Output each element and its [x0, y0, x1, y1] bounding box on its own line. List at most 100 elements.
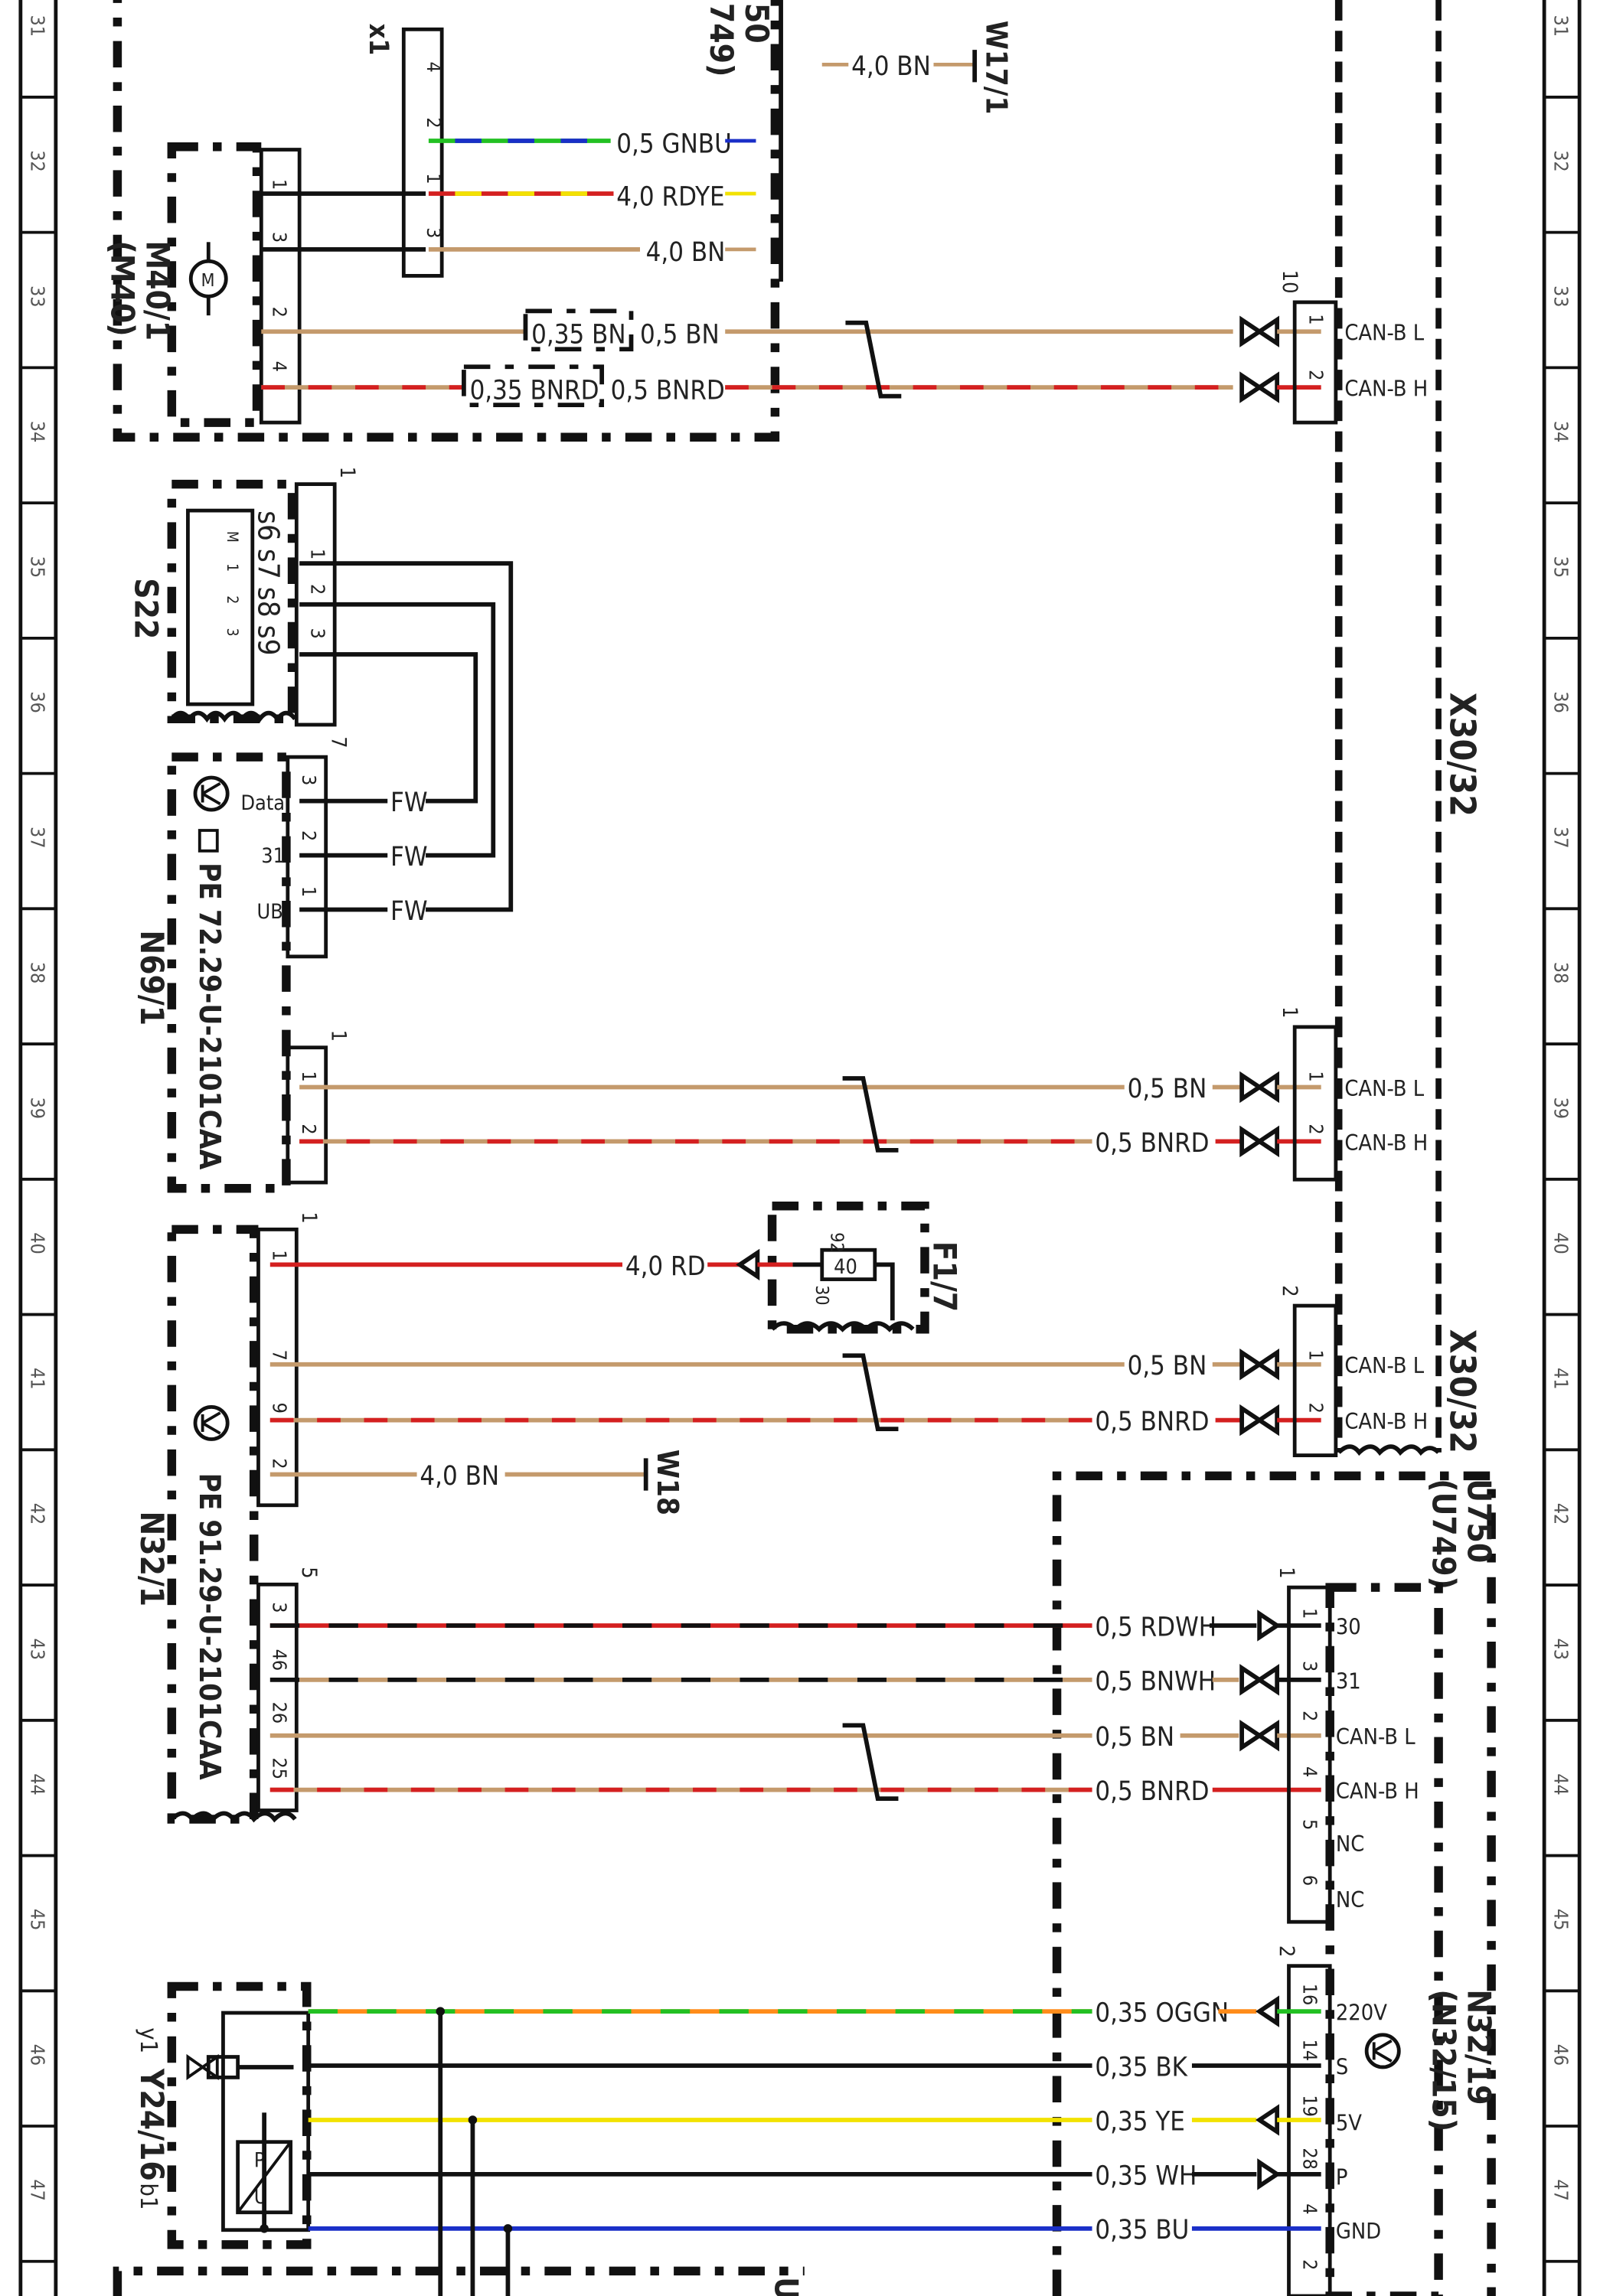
- right-ruler-cell: 39: [1550, 1097, 1572, 1119]
- s22-tag: S22: [127, 578, 165, 639]
- svg-text:NC: NC: [1336, 1831, 1364, 1857]
- svg-text:2: 2: [269, 1458, 291, 1469]
- svg-text:NC: NC: [1336, 1887, 1364, 1913]
- y24-wire-bk: 0,35 BK: [308, 2052, 1321, 2082]
- svg-text:3: 3: [1299, 1661, 1321, 1671]
- left-ruler-cell: 45: [26, 1909, 48, 1931]
- n69-can-connector: [286, 1045, 328, 1185]
- lower-connector: 1 1 3 2 4 5 6 30 31 CAN-B L CAN-B H NC N…: [1275, 1567, 1419, 1924]
- svg-text:6: 6: [1299, 1875, 1321, 1886]
- x1-connector: [401, 27, 444, 278]
- n69-box: [167, 752, 291, 1193]
- svg-text:1: 1: [298, 886, 320, 897]
- svg-text:1: 1: [298, 1071, 320, 1081]
- svg-text:Data: Data: [240, 791, 285, 815]
- n69-can-bn: 0,5 BN: [299, 1074, 1242, 1104]
- svg-text:UB: UB: [257, 900, 283, 924]
- svg-text:7: 7: [269, 1350, 291, 1361]
- svg-text:31: 31: [1336, 1668, 1361, 1694]
- svg-text:0,5 BNRD: 0,5 BNRD: [1095, 1776, 1209, 1807]
- svg-text:28: 28: [1299, 2148, 1321, 2170]
- svg-text:CAN-B L: CAN-B L: [1336, 1724, 1416, 1750]
- svg-text:1: 1: [423, 173, 445, 184]
- lower-wire-rdwh: 0,5 RDWH: [269, 1609, 1321, 1642]
- svg-text:1: 1: [1278, 1006, 1301, 1018]
- x1-label: x1: [363, 24, 393, 56]
- svg-text:2: 2: [423, 117, 445, 128]
- svg-text:1: 1: [1304, 314, 1327, 325]
- svg-text:FW: FW: [390, 842, 428, 872]
- svg-text:1: 1: [1304, 1350, 1327, 1361]
- y24-splice-lines: [260, 2007, 513, 2296]
- m40-connector-frame: [259, 148, 302, 425]
- f17-tag: F1/7: [926, 1241, 963, 1313]
- left-ruler-cell: 31: [26, 15, 48, 38]
- svg-text:0,5 BNWH: 0,5 BNWH: [1095, 1666, 1216, 1697]
- svg-text:4: 4: [423, 62, 445, 73]
- n3219-transistor-icon: [1364, 2033, 1401, 2069]
- n69-fw-wires: FW FW FW: [299, 788, 428, 927]
- svg-text:2: 2: [1299, 2259, 1321, 2270]
- svg-text:2: 2: [1299, 1711, 1321, 1721]
- svg-text:W18: W18: [650, 1450, 684, 1515]
- n32-transistor-icon: [193, 1404, 230, 1441]
- svg-text:2: 2: [1304, 1403, 1327, 1414]
- lower-wire-bnwh: 0,5 BNWH: [269, 1664, 1321, 1697]
- left-ruler-cell: 35: [26, 556, 48, 579]
- n69-can-bnrd: 0,5 BNRD: [299, 1128, 1242, 1159]
- left-ruler-cell: 41: [26, 1368, 48, 1390]
- f17-box: [767, 1201, 929, 1334]
- svg-text:1: 1: [269, 1250, 291, 1261]
- n32-pe: PE 91.29-U-2101CAA: [192, 1473, 227, 1780]
- right-ruler: [1542, 0, 1582, 2296]
- m40-module-box: [113, 0, 780, 442]
- x30-tag-upper: X30/32: [1442, 693, 1483, 817]
- x1-wire-rdye: 4,0 RDYE: [428, 181, 756, 212]
- n32-can-bnrd: 0,5 BNRD: [269, 1407, 1242, 1437]
- m40-pins: 1 3 2 4: [269, 179, 291, 372]
- left-ruler-cell: 33: [26, 285, 48, 308]
- y24-wire-wh: 0,35 WH: [308, 2158, 1321, 2191]
- right-ruler-cell: 42: [1550, 1503, 1572, 1525]
- svg-text:220V: 220V: [1336, 2000, 1387, 2026]
- svg-text:4: 4: [269, 361, 291, 372]
- svg-text:1: 1: [269, 179, 291, 190]
- s22-inner: [186, 508, 255, 706]
- motor-icon: M: [188, 242, 228, 316]
- left-ruler-cell: 46: [26, 2044, 48, 2066]
- svg-text:0,35 WH: 0,35 WH: [1095, 2161, 1197, 2191]
- svg-text:0,35 YE: 0,35 YE: [1095, 2106, 1185, 2137]
- svg-text:0,5 BNRD: 0,5 BNRD: [611, 375, 725, 406]
- transistor-icon: [193, 775, 230, 812]
- svg-text:CAN-B L: CAN-B L: [1344, 1352, 1424, 1378]
- svg-text:W17/1: W17/1: [979, 21, 1014, 115]
- svg-text:GND: GND: [1336, 2218, 1381, 2244]
- m40-can-bn: 0,35 BN 0,5 BN: [261, 308, 1233, 352]
- svg-text:2: 2: [224, 595, 241, 604]
- x1-pins: 4 2 1 3: [423, 62, 445, 239]
- svg-text:40: 40: [834, 1255, 857, 1279]
- svg-text:CAN-B H: CAN-B H: [1344, 1130, 1428, 1156]
- svg-text:3: 3: [423, 227, 445, 238]
- left-ruler-cell: 39: [26, 1097, 48, 1119]
- x30-tag-lower: X30/32: [1442, 1329, 1483, 1453]
- n69-signals: Data 31 UB: [240, 791, 285, 924]
- svg-text:y1: y1: [135, 2027, 162, 2053]
- svg-text:CAN-B H: CAN-B H: [1344, 376, 1428, 402]
- svg-text:2: 2: [306, 584, 328, 595]
- svg-text:M: M: [224, 531, 241, 543]
- m40-can-bnrd: 0,35 BNRD 0,5 BNRD: [261, 364, 1233, 407]
- s22-pin-labels: s6 s7 s8 s9: [250, 510, 285, 655]
- left-ruler: [18, 0, 58, 2296]
- svg-text:3: 3: [224, 628, 241, 636]
- y24-tag: Y24/16: [133, 2068, 171, 2181]
- right-ruler-cell: 47: [1550, 2179, 1572, 2201]
- svg-text:5V: 5V: [1336, 2109, 1362, 2135]
- svg-text:3: 3: [298, 775, 320, 785]
- right-ruler-cell: 43: [1550, 1638, 1572, 1660]
- left-ruler-cell: 47: [26, 2179, 48, 2201]
- svg-text:4,0 BN: 4,0 BN: [646, 237, 726, 268]
- x30-mid-connector: 1 1 2 CAN-B L CAN-B H: [1239, 1006, 1428, 1182]
- y24-wire-bu: 0,35 BU: [308, 2215, 1321, 2245]
